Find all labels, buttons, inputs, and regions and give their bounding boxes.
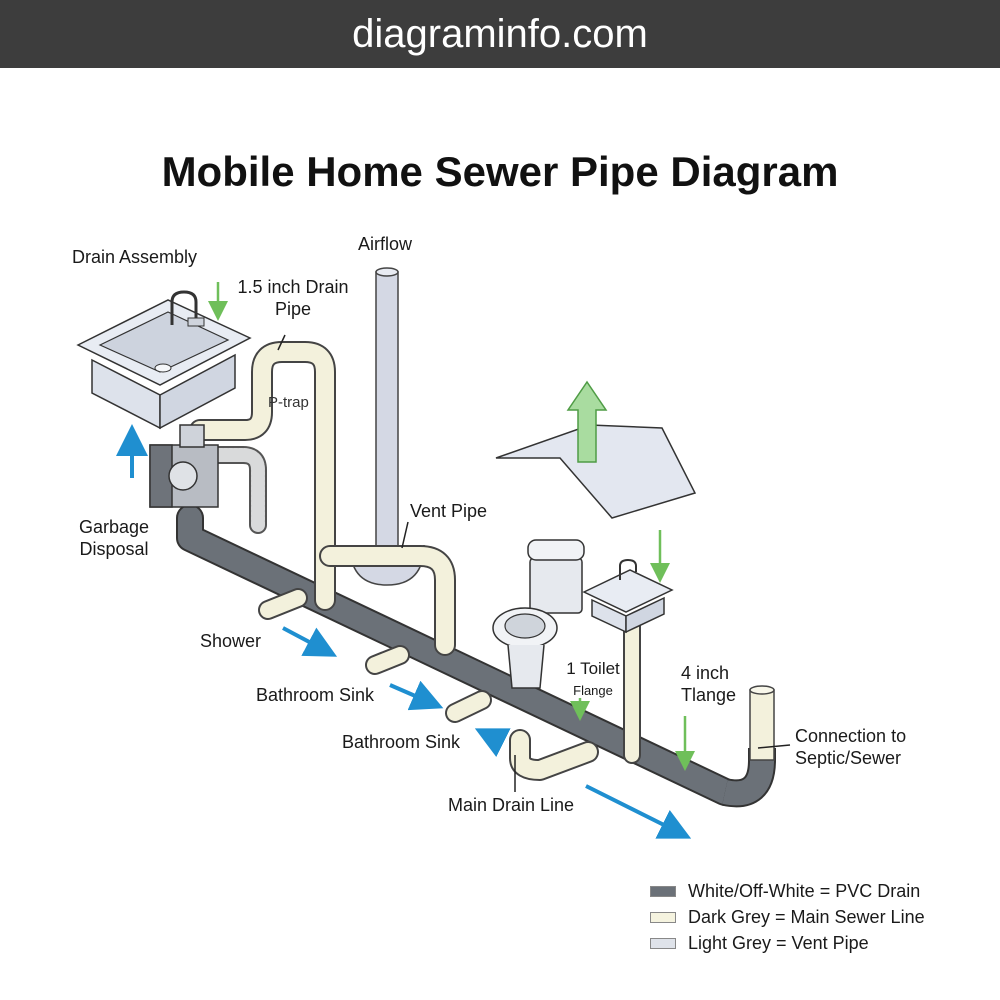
legend-swatch <box>650 937 676 949</box>
indicator-arrows <box>208 282 695 771</box>
garbage-disposal <box>149 424 219 508</box>
leader-lines <box>277 334 791 792</box>
legend-text: Dark Grey = Main Sewer Line <box>688 906 925 927</box>
legend-text: White/Off-White = PVC Drain <box>688 880 921 901</box>
legend: White/Off-White = PVC Drain Dark Grey = … <box>650 878 925 956</box>
label-4-inch-flange-line2: Tlange <box>681 685 737 705</box>
label-4-inch-flange: 4 inch Tlange <box>681 662 736 706</box>
label-garbage-disposal-line1: Garbage <box>78 517 150 537</box>
main-sewer-line <box>176 504 776 808</box>
label-toilet-flange: 1 Toilet Flange <box>556 658 630 702</box>
label-drain-assembly: Drain Assembly <box>72 247 198 267</box>
label-connection-line1: Connection to <box>795 726 907 746</box>
label-shower: Shower <box>200 631 262 651</box>
legend-item-main-sewer: Dark Grey = Main Sewer Line <box>650 904 925 930</box>
label-garbage-disposal-line2: Disposal <box>79 539 149 559</box>
page-title: Mobile Home Sewer Pipe Diagram <box>161 148 839 195</box>
kitchen-sink <box>76 290 252 430</box>
site-banner: diagraminfo.com <box>0 0 1000 68</box>
label-toilet-flange-line1: 1 Toilet <box>566 659 620 678</box>
legend-text: Light Grey = Vent Pipe <box>688 932 869 953</box>
label-main-drain-line: Main Drain Line <box>448 795 575 815</box>
label-4-inch-flange-line1: 4 inch <box>681 663 730 683</box>
pvc-drain-pipes <box>189 341 641 781</box>
legend-item-pvc: White/Off-White = PVC Drain <box>650 878 925 904</box>
label-airflow: Airflow <box>358 234 413 254</box>
legend-item-vent: Light Grey = Vent Pipe <box>650 930 925 956</box>
label-connection-line2: Septic/Sewer <box>795 748 902 768</box>
toilet <box>492 539 585 689</box>
label-drain-pipe-line2: Pipe <box>274 299 312 319</box>
flow-arrows <box>116 424 692 839</box>
label-vent-pipe: Vent Pipe <box>410 501 488 521</box>
legend-swatch <box>650 885 676 897</box>
label-bathroom-sink-2: Bathroom Sink <box>342 732 461 752</box>
label-drain-pipe-line1: 1.5 inch Drain <box>237 277 349 297</box>
label-connection-septic: Connection to Septic/Sewer <box>795 725 906 769</box>
airflow-arrow <box>566 380 608 463</box>
legend-swatch <box>650 911 676 923</box>
label-p-trap: P-trap <box>268 394 309 411</box>
sewer-connection-riser <box>749 685 775 761</box>
label-drain-pipe: 1.5 inch Drain Pipe <box>228 276 358 320</box>
vent-pipe <box>349 267 425 586</box>
label-bathroom-sink-1: Bathroom Sink <box>256 685 375 705</box>
label-toilet-flange-line2: Flange <box>573 683 613 698</box>
label-garbage-disposal: Garbage Disposal <box>64 516 164 560</box>
